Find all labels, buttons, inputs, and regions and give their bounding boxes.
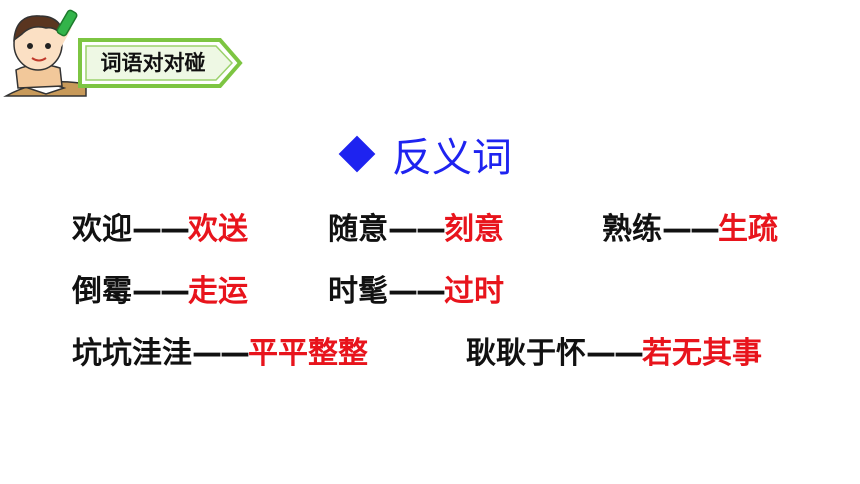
pair-word: 欢迎 <box>72 212 132 247</box>
pair-word: 时髦 <box>328 274 388 309</box>
pair-dash: —— <box>192 336 250 371</box>
pair-dash: —— <box>132 212 190 247</box>
pair-answer: 生疏 <box>718 212 778 247</box>
boy-reading-icon <box>3 9 87 97</box>
antonym-pair: 倒霉——走运 <box>72 272 248 312</box>
lesson-header: 词语对对碰 <box>0 0 250 100</box>
pair-dash: —— <box>586 336 644 371</box>
banner-label: 词语对对碰 <box>100 51 206 75</box>
pair-answer: 欢送 <box>188 212 248 247</box>
pair-answer: 若无其事 <box>642 336 762 371</box>
pair-answer: 走运 <box>188 274 248 309</box>
antonym-pair: 熟练——生疏 <box>602 210 778 250</box>
pair-dash: —— <box>132 274 190 309</box>
pair-word: 坑坑洼洼 <box>72 336 192 371</box>
antonym-pair: 欢迎——欢送 <box>72 210 248 250</box>
antonym-pair: 坑坑洼洼——平平整整 <box>72 334 368 374</box>
pair-dash: —— <box>388 212 446 247</box>
pair-dash: —— <box>388 274 446 309</box>
section-title-text: 反义词 <box>392 135 512 181</box>
pair-word: 随意 <box>328 212 388 247</box>
section-title: 反义词 <box>334 126 512 182</box>
pair-word: 熟练 <box>602 212 662 247</box>
pair-answer: 刻意 <box>444 212 504 247</box>
antonym-pair: 随意——刻意 <box>328 210 504 250</box>
diamond-bullet-icon <box>338 135 376 173</box>
pair-dash: —— <box>662 212 720 247</box>
pair-word: 耿耿于怀 <box>466 336 586 371</box>
banner-shape <box>78 38 243 88</box>
pair-word: 倒霉 <box>72 274 132 309</box>
pair-answer: 过时 <box>444 274 504 309</box>
antonym-pair: 时髦——过时 <box>328 272 504 312</box>
antonym-pair: 耿耿于怀——若无其事 <box>466 334 762 374</box>
pair-answer: 平平整整 <box>248 336 368 371</box>
